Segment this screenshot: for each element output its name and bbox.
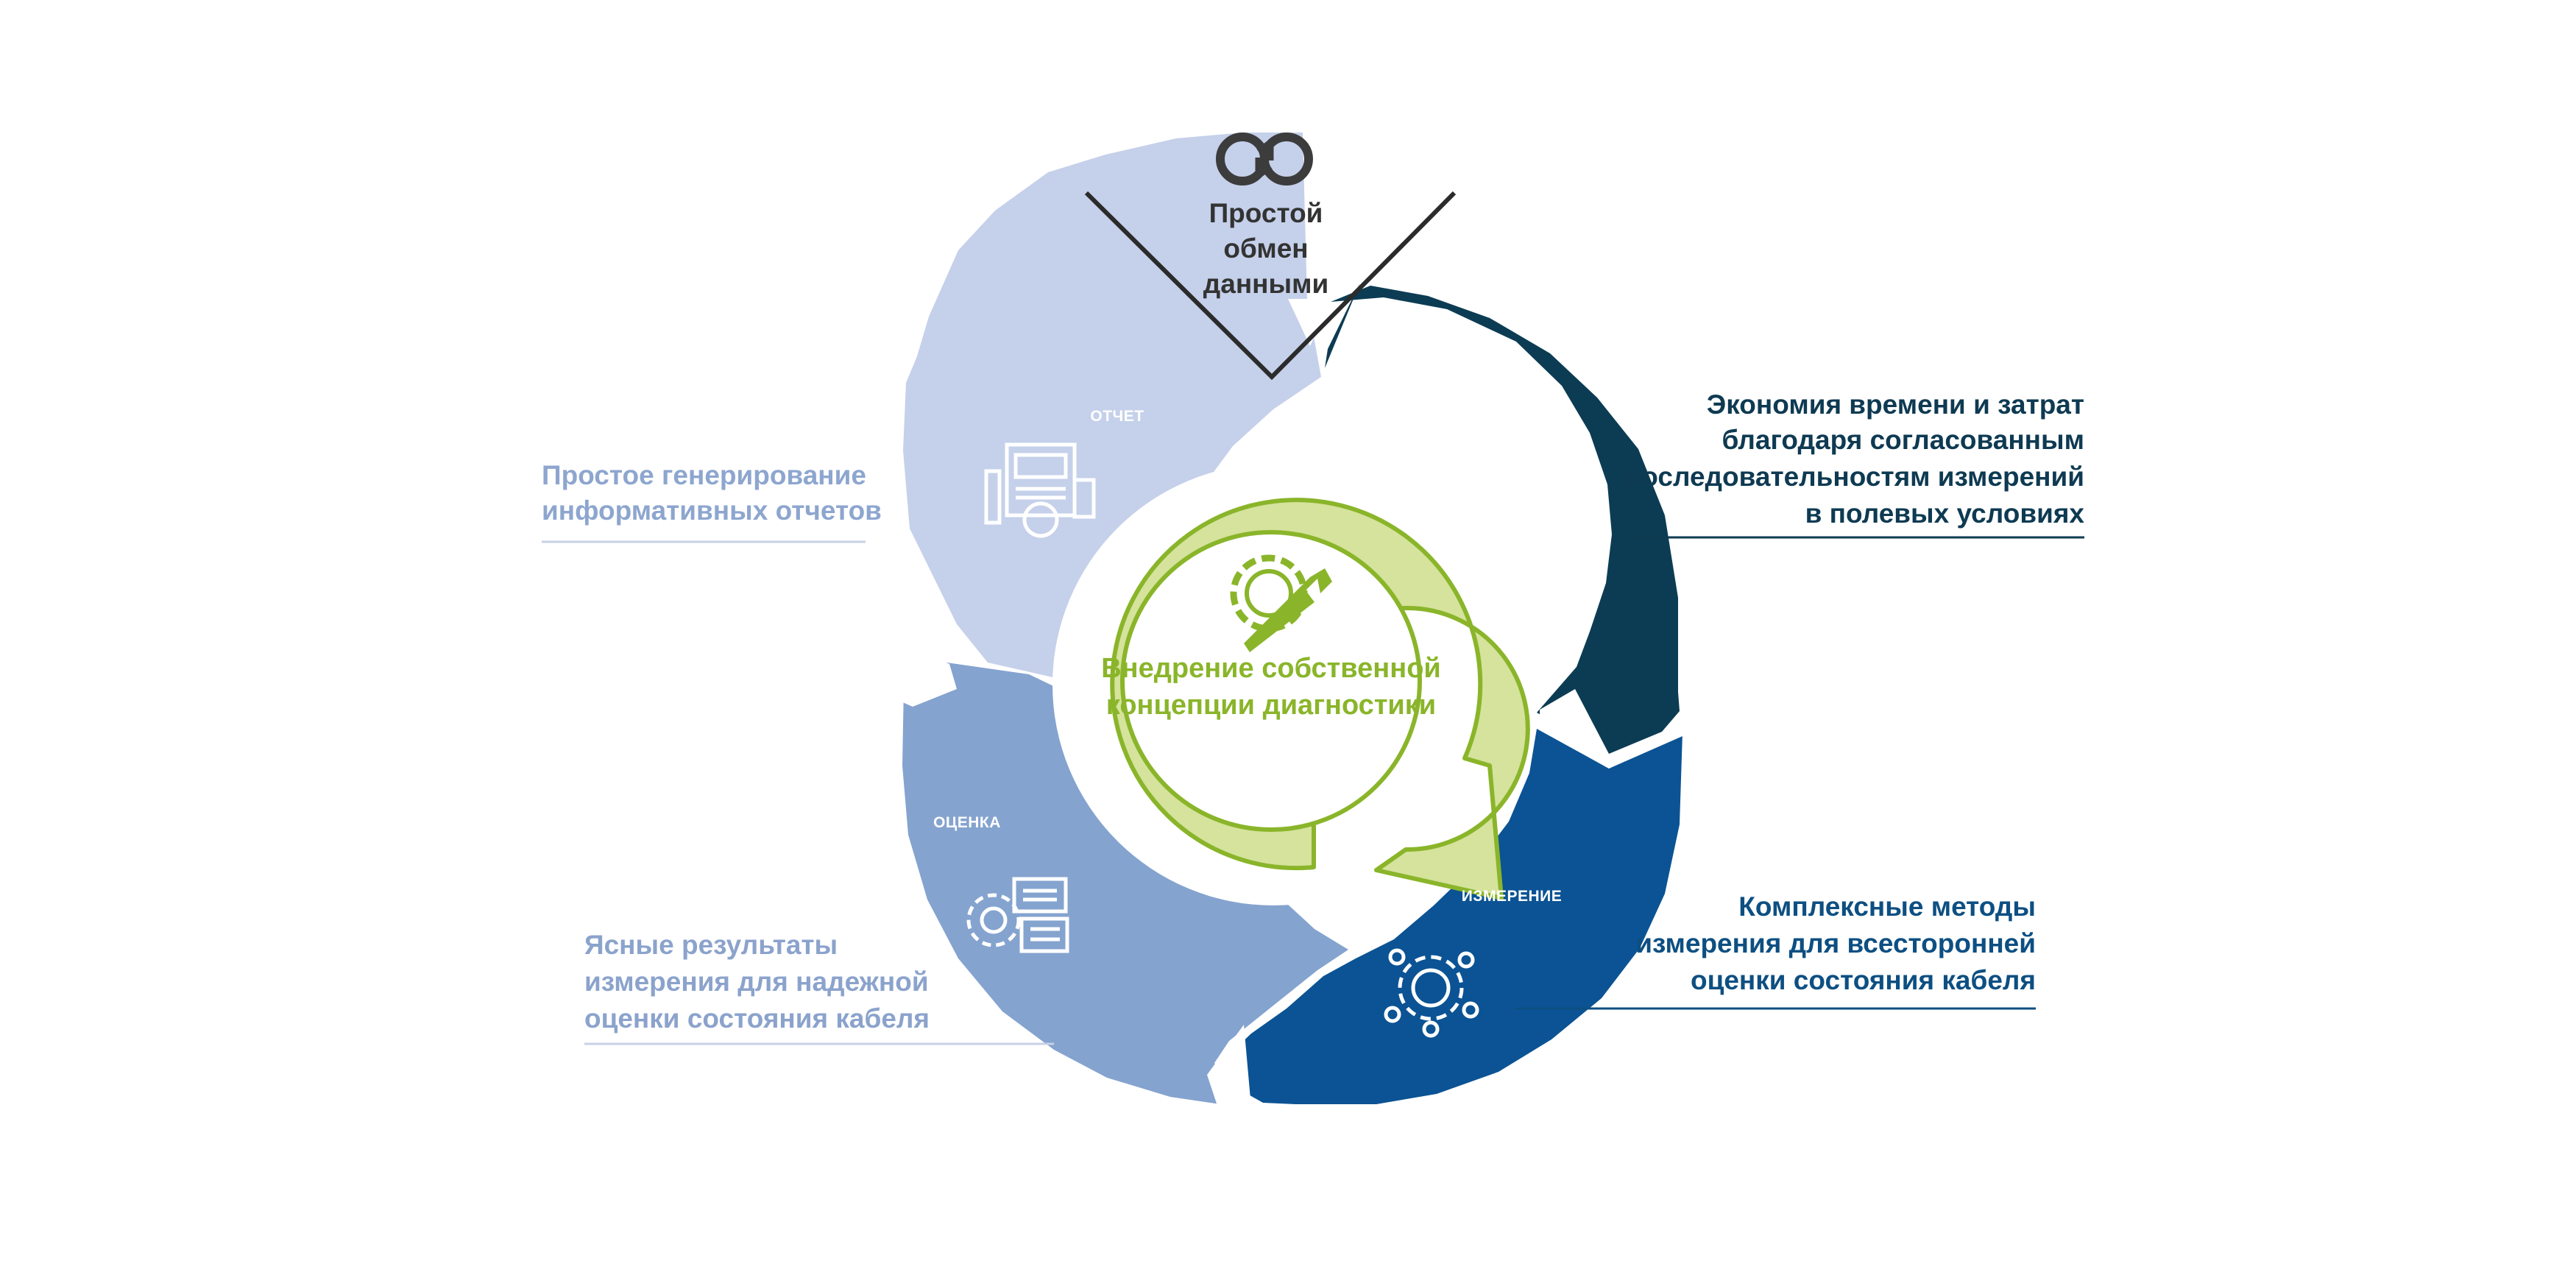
note-measurement-line-2: измерения для всесторонней [1635,928,2036,958]
note-sequences-line-4: в полевых условиях [1805,498,2085,529]
note-report-line-1: Простое генерирование [542,460,866,490]
segment-measurement-label: ИЗМЕРЕНИЕ [1462,888,1563,905]
note-sequences-line-3: последовательностям измерений [1625,462,2084,492]
report-device-icon [984,442,1096,538]
top-label-3: данными [1203,269,1328,299]
note-sequences-line-2: благодаря согласованным [1722,425,2084,455]
segment-measurement [1222,729,1682,1104]
segment-evaluation-label: ОЦЕНКА [933,814,1001,831]
segment-report [903,133,1321,739]
separator-top [1288,299,1332,346]
separator-left [863,648,957,707]
top-label-1: Простой [1209,198,1323,228]
note-sequences-line-1: Экономия времени и затрат [1707,389,2084,420]
gears-network-icon [1384,948,1479,1038]
note-evaluation-line-2: измерения для надежной [584,967,929,997]
segment-report-label: ОТЧЕТ [1090,408,1144,425]
note-measurement-line-3: оценки состояния кабеля [1691,965,2036,995]
segment-evaluation [902,663,1348,1106]
note-evaluation-line-3: оценки состояния кабеля [584,1003,930,1034]
note-report-line-2: информативных отчетов [542,495,882,526]
person-gears-icon [1514,498,1599,603]
note-evaluation-line-1: Ясные результаты [584,930,838,960]
center-label-2: концепции диагностики [1106,690,1436,721]
note-measurement-line-1: Комплексные методы [1738,891,2036,922]
separator-bottom [1207,1025,1251,1119]
center-label-1: Внедрение собственной [1101,653,1441,684]
gear-chat-icon [966,877,1069,953]
center-inner-disc [1120,530,1422,832]
segment-sequences-label: ПОСЛЕДОВАТЕЛЬНОСТИ [1370,430,1571,447]
separator-right [1540,689,1682,769]
gear-wrench-icon [1230,554,1332,652]
data-exchange-icon [1216,133,1313,186]
top-chevron [1084,191,1457,381]
top-label-2: обмен [1223,233,1308,264]
segment-sequences [1325,283,1680,754]
